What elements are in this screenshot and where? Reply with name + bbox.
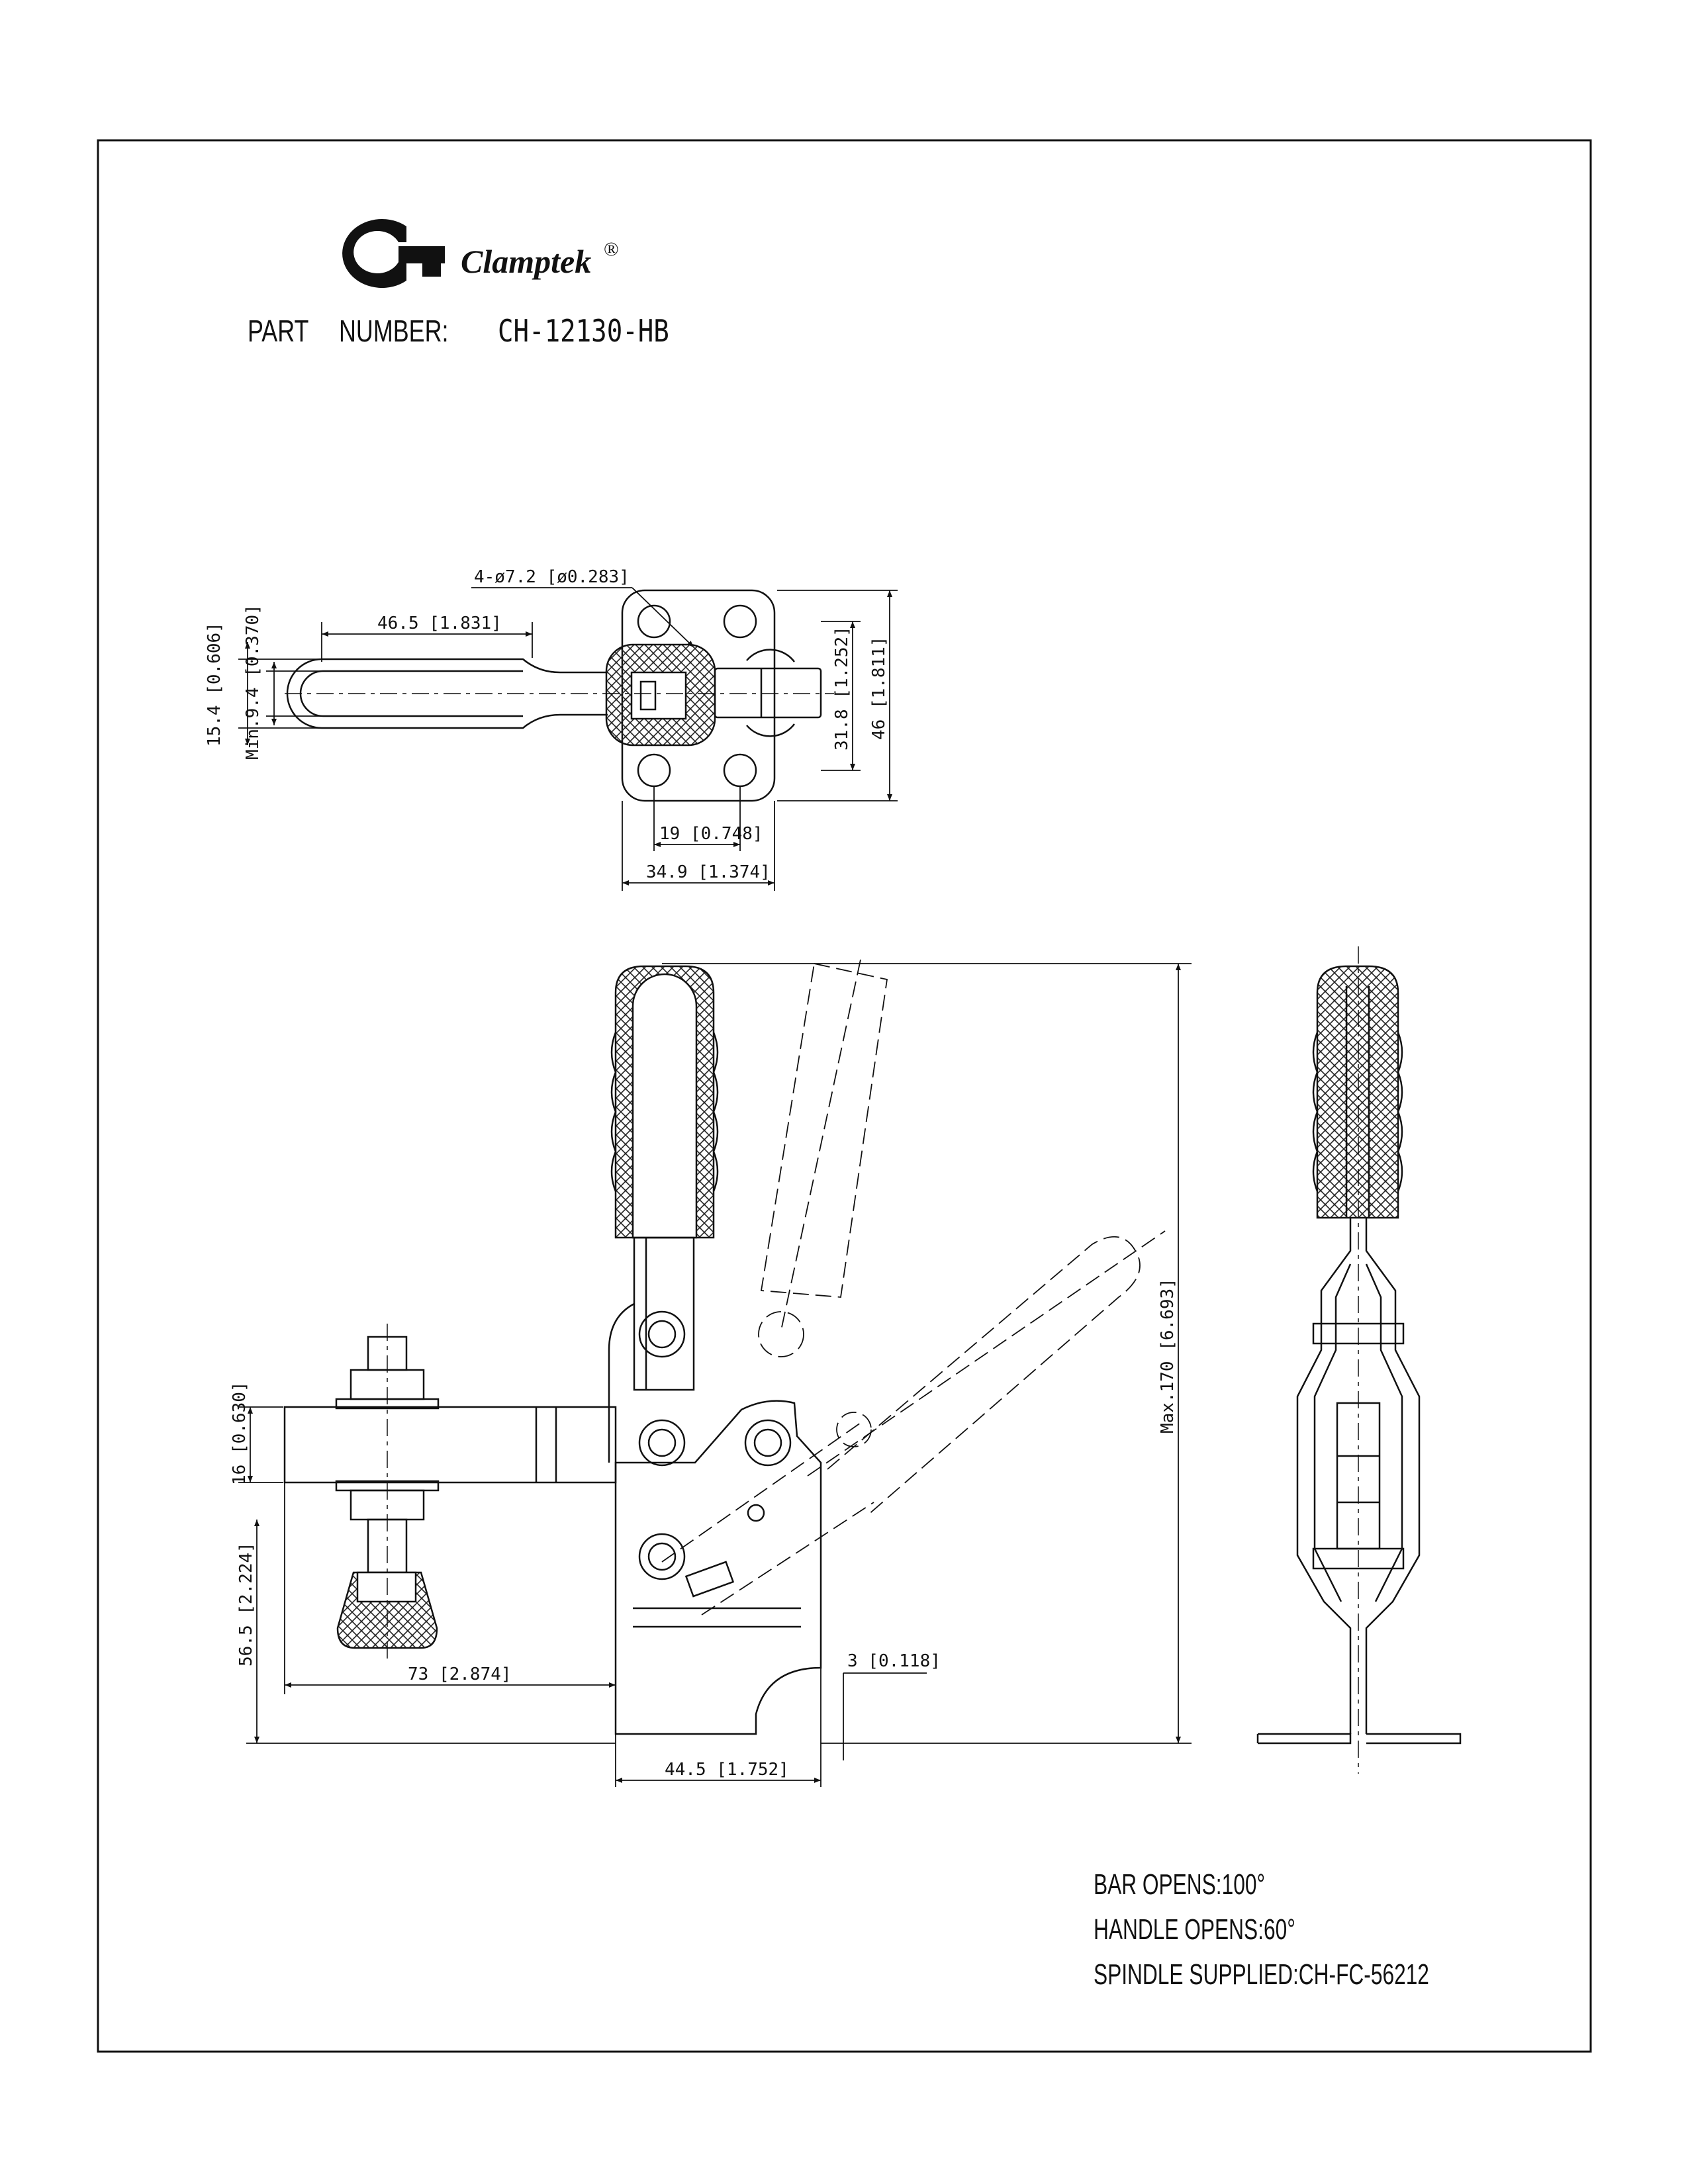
phantom-positions bbox=[661, 959, 1166, 1615]
dim-base-height: 46 [1.811] bbox=[869, 636, 889, 740]
top-view-dimensions bbox=[238, 587, 898, 891]
mount-hole bbox=[637, 604, 671, 639]
pivot-pin-inner bbox=[647, 1428, 677, 1457]
spec-spindle: SPINDLE SUPPLIED:CH-FC-56212 bbox=[1094, 1958, 1429, 1991]
phantom-bar-pivot bbox=[836, 1412, 872, 1447]
spec-bar-opens: BAR OPENS:100° bbox=[1094, 1868, 1265, 1901]
pivot-pin bbox=[638, 1419, 686, 1467]
dim-handle-length: 46.5 [1.831] bbox=[377, 614, 502, 633]
body-top bbox=[608, 1302, 635, 1463]
spindle-cap-nut bbox=[356, 1571, 417, 1603]
mount-hole bbox=[723, 753, 757, 788]
front-handle-grip bbox=[1316, 965, 1399, 1219]
dim-max-height: Max.170 [6.693] bbox=[1158, 1278, 1178, 1433]
logo-mark-bar bbox=[422, 249, 441, 277]
dim-hole-spacing-v: 31.8 [1.252] bbox=[832, 626, 852, 751]
dim-base-width: 34.9 [1.374] bbox=[646, 862, 771, 882]
clamptek-logo bbox=[342, 219, 445, 288]
pivot-pin bbox=[744, 1419, 792, 1467]
phantom-handle bbox=[760, 962, 888, 1298]
top-grip-key bbox=[639, 680, 657, 711]
phantom-handle-axis bbox=[780, 959, 861, 1331]
pivot-pin-inner bbox=[647, 1542, 677, 1571]
registered-mark: ® bbox=[604, 238, 619, 260]
phantom-pivot bbox=[758, 1311, 804, 1357]
clamp-body bbox=[614, 1400, 822, 1735]
side-view-dimensions bbox=[238, 963, 1192, 1787]
top-view bbox=[285, 589, 834, 802]
brand-name: Clamptek bbox=[461, 243, 591, 280]
side-view bbox=[283, 959, 1166, 1735]
dim-hole-callout: 4-ø7.2 [ø0.283] bbox=[474, 567, 630, 587]
front-grip-wave bbox=[1312, 1032, 1403, 1192]
mount-hole bbox=[723, 604, 757, 639]
pivot-pin-inner bbox=[753, 1428, 782, 1457]
front-frame-inner bbox=[1313, 1263, 1403, 1602]
dim-min-width: Min.9.4 [0.370] bbox=[243, 604, 263, 760]
part-number-value: CH-12130-HB bbox=[498, 314, 669, 349]
pivot-pin bbox=[638, 1533, 686, 1580]
dim-spindle-height: 56.5 [2.224] bbox=[236, 1542, 256, 1666]
small-pin bbox=[747, 1504, 765, 1522]
drawing-border bbox=[97, 139, 1592, 2053]
handle-core bbox=[632, 973, 698, 1239]
front-frame bbox=[1296, 1218, 1421, 1734]
front-handle-stem bbox=[1345, 986, 1370, 1218]
part-label-word: PART bbox=[248, 314, 308, 348]
dim-base-length: 44.5 [1.752] bbox=[665, 1760, 789, 1780]
dim-hole-spacing-h: 19 [0.748] bbox=[659, 824, 763, 844]
phantom-lever bbox=[661, 1422, 874, 1615]
number-label-word: NUMBER: bbox=[339, 314, 448, 348]
dim-outer-width: 15.4 [0.606] bbox=[205, 622, 224, 747]
top-arm-boss-lower bbox=[746, 723, 795, 737]
front-view bbox=[1256, 946, 1462, 1774]
pivot-pin-inner bbox=[647, 1320, 677, 1349]
hole-leader-diag bbox=[632, 587, 694, 648]
phantom-arm bbox=[827, 1236, 1141, 1516]
dim-bar-thickness: 16 [0.630] bbox=[230, 1381, 250, 1485]
pivot-pin bbox=[638, 1310, 686, 1358]
dim-bar-reach: 73 [2.874] bbox=[408, 1664, 512, 1684]
clamp-bar bbox=[283, 1406, 617, 1484]
top-grip-slot bbox=[630, 671, 687, 720]
phantom-arm-axis bbox=[807, 1230, 1166, 1477]
stop-block bbox=[684, 1561, 735, 1598]
front-base bbox=[1256, 1733, 1462, 1745]
handle-wave bbox=[610, 1032, 719, 1192]
dim-base-offset: 3 [0.118] bbox=[847, 1651, 941, 1671]
top-clamp-arm bbox=[714, 667, 822, 719]
mount-hole bbox=[637, 753, 671, 788]
top-arm-boss bbox=[746, 649, 795, 662]
handle-shank bbox=[633, 1236, 695, 1391]
spec-handle-opens: HANDLE OPENS:60° bbox=[1094, 1913, 1295, 1946]
